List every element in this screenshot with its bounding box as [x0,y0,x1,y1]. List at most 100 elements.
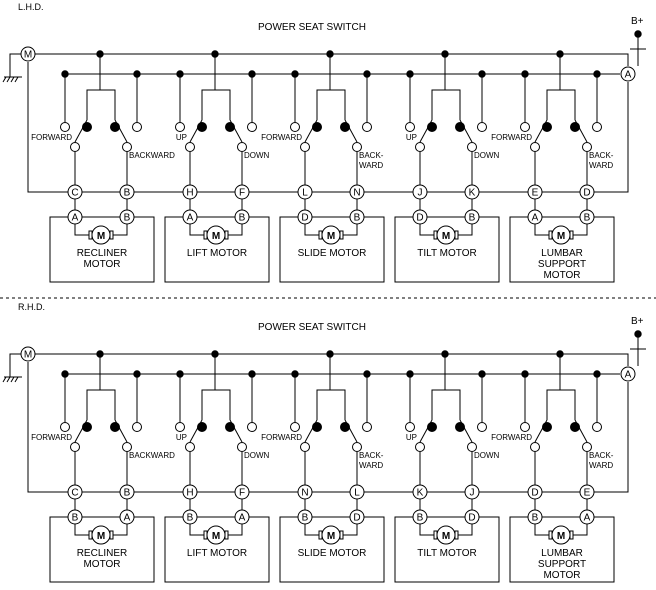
motor-name-line: MOTOR [83,259,120,270]
switch-common [86,389,116,420]
open-contact [300,442,310,452]
direction-label-line: WARD [359,461,383,470]
motor-wire [457,224,473,236]
open-contact [415,142,425,152]
closed-contact [197,422,207,432]
direction-label: FORWARD [261,433,302,442]
direction-label-line: BACKWARD [129,451,175,460]
connector-terminal-letter: E [532,188,539,199]
connector-terminal-letter: C [71,488,78,499]
terminal-a-letter: A [625,370,632,381]
direction-label-line: BACK- [589,151,614,160]
switch-blade [574,419,588,443]
switch-blade [304,119,318,143]
motor-name-line: RECLINER [77,548,128,559]
motor-wire [572,224,588,236]
connector-terminal-letter: B [124,188,131,199]
motor-wire [419,224,435,236]
motor-terminal-letter: B [532,513,539,524]
closed-contact [542,422,552,432]
motor-terminal-letter: A [72,213,79,224]
open-contact [175,422,185,432]
motor-symbol-letter: M [97,231,105,242]
direction-label: DOWN [244,451,270,460]
open-contact [477,422,487,432]
open-contact [467,142,477,152]
motor-name-line: TILT MOTOR [417,548,476,559]
motor-wire [457,524,473,536]
switch-loop [35,53,629,66]
motor-symbol-letter: M [327,531,335,542]
switch-title: POWER SEAT SWITCH [258,322,366,333]
open-contact [237,142,247,152]
motor-symbol-icon [91,225,111,245]
open-contact [70,442,80,452]
ground-hatch [2,76,7,83]
connector-terminal-letter: J [418,188,423,199]
motor-wire [112,524,128,536]
open-contact [582,442,592,452]
motor-terminal-letter: B [584,213,591,224]
ground-wire [9,53,21,77]
motor-symbol-icon [551,225,571,245]
switch-blade [459,119,473,143]
switch-loop [27,62,629,193]
ground-hatch [10,76,15,83]
open-contact [362,422,372,432]
direction-label: BACK-WARD [359,451,384,470]
motor-terminal-letter: D [468,513,475,524]
connector-terminal-letter: L [354,488,360,499]
direction-label: FORWARD [491,433,532,442]
switch-blade [534,419,548,443]
switch-blade [574,119,588,143]
motor-wire [304,524,320,536]
motor-wire [189,524,205,536]
open-contact [530,142,540,152]
direction-label: UP [406,133,417,142]
motor-box [49,216,155,283]
open-contact [520,122,530,132]
motor-terminal-letter: D [301,213,308,224]
closed-contact [312,122,322,132]
ground-wire [9,353,21,377]
motor-symbol-icon [206,225,226,245]
motor-symbol-letter: M [212,231,220,242]
ground-hatch [14,376,19,383]
switch-common [201,89,231,120]
motor-wire [189,224,205,236]
connector-terminal-letter: D [531,488,538,499]
switch-common [316,89,346,120]
direction-label-line: BACK- [359,451,384,460]
motor-wire [74,224,90,236]
connector-terminal-letter: B [124,488,131,499]
closed-contact [82,422,92,432]
direction-label-line: DOWN [244,451,270,460]
switch-blade [114,419,128,443]
motor-name: LIFT MOTOR [187,548,247,559]
switch-blade [534,119,548,143]
open-contact [405,422,415,432]
direction-label: FORWARD [31,133,72,142]
motor-name-line: SLIDE MOTOR [298,248,367,259]
closed-contact [197,122,207,132]
closed-contact [312,422,322,432]
terminal-m-letter: M [24,50,32,61]
direction-label: DOWN [474,451,500,460]
motor-name-line: SLIDE MOTOR [298,548,367,559]
motor-terminal-letter: B [187,513,194,524]
motor-terminal-letter: B [354,213,361,224]
motor-name: LIFT MOTOR [187,248,247,259]
motor-symbol-letter: M [442,531,450,542]
closed-contact [340,122,350,132]
section-heading: R.H.D. [18,302,45,312]
ground-hatch [2,376,7,383]
battery-label: B+ [631,316,644,327]
switch-common [546,89,576,120]
switch-loop [35,353,629,366]
switch-blade [74,419,88,443]
ground-hatch [14,76,19,83]
closed-contact [225,122,235,132]
motor-wire [419,524,435,536]
direction-label: UP [176,433,187,442]
